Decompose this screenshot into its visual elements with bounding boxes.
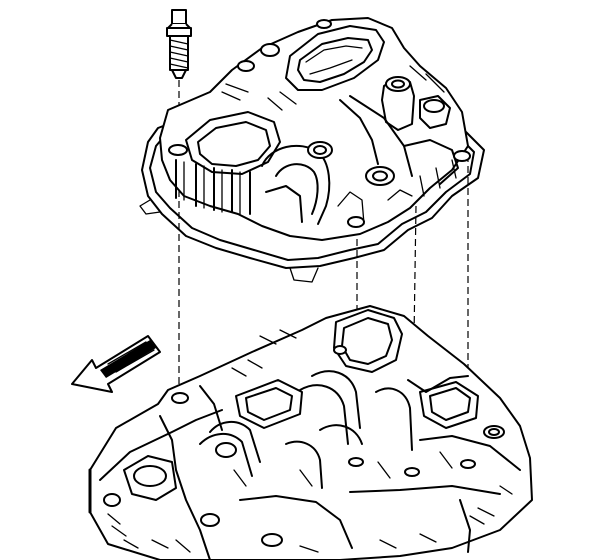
lower-manifold — [88, 305, 533, 560]
arrow-left-down-icon — [71, 335, 161, 393]
bolt-icon — [166, 9, 192, 79]
upper-manifold — [159, 17, 471, 241]
